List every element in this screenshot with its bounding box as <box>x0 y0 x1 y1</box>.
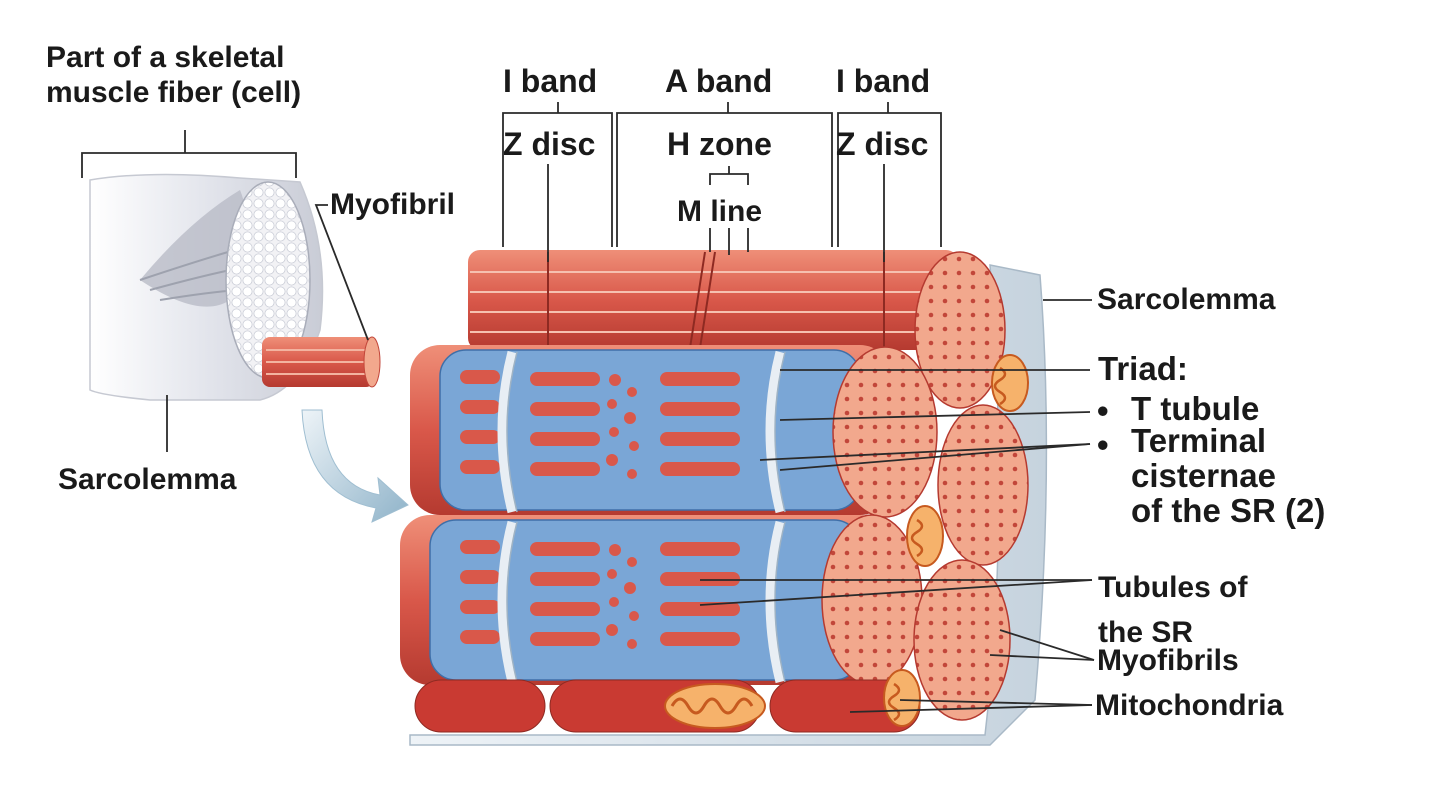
label-z-disc-right: Z disc <box>836 126 929 162</box>
muscle-fiber-drawing <box>89 173 381 401</box>
leader-lines <box>81 102 1095 713</box>
label-m-line: M line <box>677 195 763 228</box>
label-triad: Triad: <box>1098 350 1188 387</box>
label-i-band-left: I band <box>503 63 598 99</box>
bullet-t-tubule: • <box>1097 392 1109 429</box>
label-i-band-right: I band <box>836 63 931 99</box>
label-myofibrils: Myofibrils <box>1097 644 1239 677</box>
label-z-disc-left: Z disc <box>503 126 596 162</box>
label-terminal-cisternae: Terminal cisternae of the SR (2) <box>1131 422 1326 529</box>
sarcomere-drawing <box>400 250 1048 746</box>
label-sarcolemma-right: Sarcolemma <box>1097 283 1276 316</box>
label-a-band: A band <box>665 63 773 99</box>
label-tubules-of-sr: Tubules of the SR <box>1098 571 1248 649</box>
label-fiber-title: Part of a skeletal muscle fiber (cell) <box>46 41 302 110</box>
label-t-tubule: T tubule <box>1131 390 1260 427</box>
label-myofibril: Myofibril <box>330 188 455 221</box>
label-h-zone: H zone <box>667 126 772 162</box>
mitochondria-shapes <box>664 354 1029 729</box>
bullet-terminal-cisternae: • <box>1097 426 1109 463</box>
label-sarcolemma-left: Sarcolemma <box>58 463 237 496</box>
label-mitochondria: Mitochondria <box>1095 689 1284 722</box>
zoom-arrow <box>301 409 409 523</box>
